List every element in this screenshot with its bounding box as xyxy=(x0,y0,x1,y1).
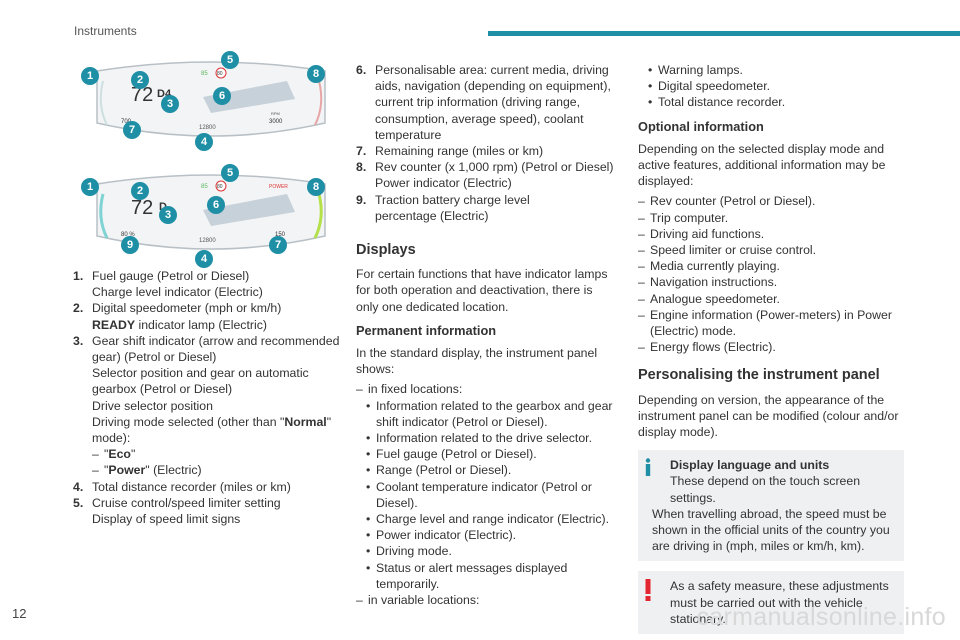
speed-limit-sign: 80 xyxy=(217,71,223,77)
rpm-label: RPM xyxy=(271,111,280,116)
info-box: Display language and units These depend … xyxy=(638,450,904,562)
personalising-heading: Personalising the instrument panel xyxy=(638,367,880,384)
odometer-readout: 12800 xyxy=(199,238,216,244)
fixed-item: •Range (Petrol or Diesel). xyxy=(366,463,512,478)
optional-item: –Energy flows (Electric). xyxy=(638,340,776,355)
legend-item-6: 6.Personalisable area: current media, dr… xyxy=(356,63,611,142)
callout-9: 9 xyxy=(121,236,139,254)
info-line-2: When travelling abroad, the speed must b… xyxy=(652,506,890,554)
fixed-item: •Information related to the drive select… xyxy=(366,431,592,446)
speed-readout: 72 xyxy=(131,197,153,219)
displays-heading: Displays xyxy=(356,242,416,259)
optional-item: –Navigation instructions. xyxy=(638,275,778,290)
fixed-item: •Status or alert messages displayed temp… xyxy=(366,560,568,591)
fixed-item: •Driving mode. xyxy=(366,544,452,559)
odometer-readout: 12800 xyxy=(199,125,216,131)
cruise-readout: 85 xyxy=(201,71,208,77)
optional-intro: Depending on the selected display mode a… xyxy=(638,141,886,189)
optional-item: –Analogue speedometer. xyxy=(638,291,780,306)
legend-item-4: 4. Total distance recorder (miles or km) xyxy=(73,479,291,494)
speed-readout: 72 xyxy=(131,84,153,106)
info-line-1: These depend on the touch screen setting… xyxy=(670,474,861,505)
callout-7: 7 xyxy=(123,121,141,139)
power-label: POWER xyxy=(269,184,288,190)
instrument-cluster-figure-electric: 72 D 80 % 12800 150 POWER 85 80 1 2 3 4 … xyxy=(81,164,331,268)
optional-item: –Rev counter (Petrol or Diesel). xyxy=(638,194,816,209)
variable-locations-label: –in variable locations: xyxy=(356,593,480,608)
callout-7: 7 xyxy=(269,236,287,254)
warning-icon xyxy=(644,579,652,605)
fixed-item: •Coolant temperature indicator (Petrol o… xyxy=(366,479,592,510)
section-header: Instruments xyxy=(74,24,137,38)
legend-item-8: 8.Rev counter (x 1,000 rpm) (Petrol or D… xyxy=(356,160,614,191)
fixed-item: •Charge level and range indicator (Elect… xyxy=(366,512,610,527)
cruise-readout: 85 xyxy=(201,184,208,190)
callout-8: 8 xyxy=(307,178,325,196)
legend-item-2: 2. Digital speedometer (mph or km/h) REA… xyxy=(73,301,282,332)
instrument-cluster-figure-petrol: 72 D4 700 12800 RPM 3000 85 80 1 2 3 4 5… xyxy=(81,51,331,153)
callout-4: 4 xyxy=(195,250,213,268)
callout-6: 6 xyxy=(207,196,225,214)
optional-item: –Media currently playing. xyxy=(638,259,780,274)
callout-3: 3 xyxy=(159,206,177,224)
callout-8: 8 xyxy=(307,65,325,83)
callout-3: 3 xyxy=(161,95,179,113)
optional-item: –Engine information (Power-meters) in Po… xyxy=(638,307,892,339)
info-title: Display language and units xyxy=(670,458,830,473)
callout-4: 4 xyxy=(195,133,213,151)
column-3: •Warning lamps. •Digital speedometer. •T… xyxy=(638,62,904,635)
callout-5: 5 xyxy=(221,51,239,69)
variable-item: •Warning lamps. xyxy=(648,63,743,77)
optional-item: –Trip computer. xyxy=(638,210,729,225)
charge-readout: 80 % xyxy=(121,232,135,238)
speed-limit-sign: 80 xyxy=(217,184,223,190)
range-readout: 150 xyxy=(275,232,286,238)
warning-text: As a safety measure, these adjustments m… xyxy=(670,579,889,626)
displays-text: For certain functions that have indicato… xyxy=(356,267,608,314)
callout-6: 6 xyxy=(213,87,231,105)
rev-readout: 3000 xyxy=(269,119,283,125)
warning-box: As a safety measure, these adjustments m… xyxy=(638,571,904,635)
callout-5: 5 xyxy=(221,164,239,182)
legend-column-2: 6.Personalisable area: current media, dr… xyxy=(356,62,616,608)
legend-item-7: 7.Remaining range (miles or km) xyxy=(356,144,544,159)
permanent-intro: In the standard display, the instrument … xyxy=(356,346,598,377)
page-number: 12 xyxy=(12,606,27,621)
header-accent-bar xyxy=(488,31,960,36)
callout-2: 2 xyxy=(131,71,149,89)
permanent-info-heading: Permanent information xyxy=(356,322,497,338)
callout-2: 2 xyxy=(131,182,149,200)
variable-item: •Digital speedometer. xyxy=(648,79,771,94)
optional-item: –Driving aid functions. xyxy=(638,226,765,241)
fixed-item: •Power indicator (Electric). xyxy=(366,528,517,543)
legend-item-1: 1. Fuel gauge (Petrol or Diesel)Charge l… xyxy=(73,269,263,300)
legend-item-3: 3. Gear shift indicator (arrow and recom… xyxy=(73,333,340,478)
legend-column-1: 1. Fuel gauge (Petrol or Diesel)Charge l… xyxy=(73,268,345,527)
variable-item: •Total distance recorder. xyxy=(648,95,786,110)
callout-1: 1 xyxy=(81,67,99,85)
fixed-item: •Fuel gauge (Petrol or Diesel). xyxy=(366,447,537,462)
info-icon xyxy=(644,458,652,480)
personalising-text: Depending on version, the appearance of … xyxy=(638,392,899,440)
callout-1: 1 xyxy=(81,178,99,196)
fixed-locations-label: –in fixed locations: xyxy=(356,382,463,397)
optional-item: –Speed limiter or cruise control. xyxy=(638,243,817,258)
optional-info-heading: Optional information xyxy=(638,118,764,134)
watermark: carmanualsonline.info xyxy=(696,603,946,631)
fixed-item: •Information related to the gearbox and … xyxy=(366,398,613,429)
